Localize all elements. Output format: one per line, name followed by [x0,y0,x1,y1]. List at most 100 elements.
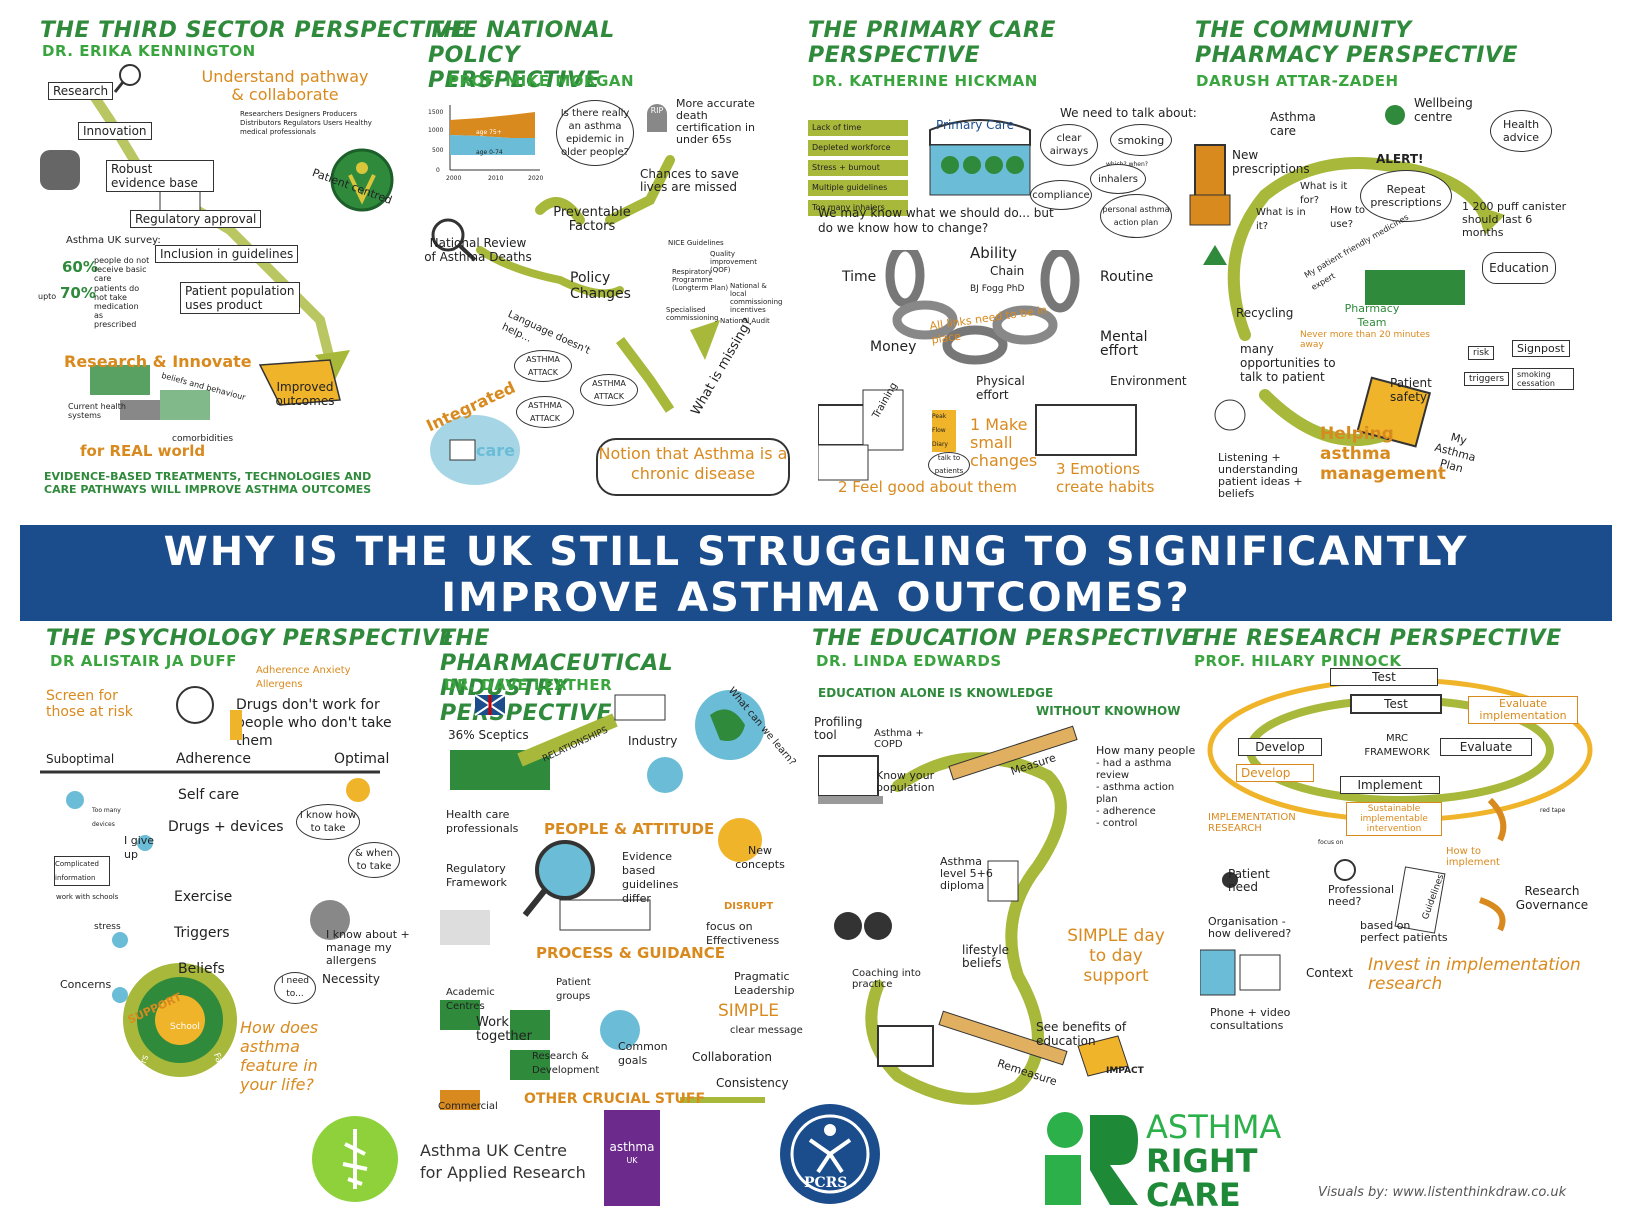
policy-arrow-drawing [430,155,720,485]
preventable-factors: Preventable Factors [553,205,631,234]
diploma: Asthma level 5+6 diploma [940,855,993,892]
coaching: Coaching into practice [852,968,921,990]
auk-centre-line2: for Applied Research [420,1163,586,1182]
new-prescriptions: New prescriptions [1232,148,1310,176]
comorbidities: comorbidities [172,434,234,444]
qof: Quality improvement (QOF) [710,250,757,274]
auk-centre-line1: Asthma UK Centre [420,1141,567,1160]
asthma-care: Asthma care [1270,110,1316,138]
screen-risk: Screen for those at risk [46,688,133,720]
stat-70-text: patients do not take medication as presc… [94,284,140,329]
industry: Industry [628,734,678,748]
speaker-name: PROF. MIKE MORGAN [448,72,635,90]
concerns: Concerns [60,978,112,991]
box-research: Research [48,82,114,100]
attack-bubble: ASTHMA ATTACK [514,350,572,382]
what-in: What is in it? [1256,207,1306,232]
list-item: - adherence [1096,806,1156,817]
stat-70: 70% [60,284,96,302]
necessity: Necessity [322,972,380,986]
stress: stress [94,922,121,932]
research-innovate: Research & Innovate [64,352,252,371]
i-need: I need to... [274,972,316,1004]
know-take: I know how to take [296,804,360,840]
patient-need: Patient need [1228,867,1270,894]
current-health-systems: Current health systems [68,402,126,420]
national-audit: National Audit [720,317,770,325]
hcp: Health care professionals [446,808,519,835]
work-together: Work together [476,1015,532,1044]
panel-title: THE EDUCATION PERSPECTIVE [812,626,1198,651]
alert: ALERT! [1376,152,1424,166]
invest-research: Invest in implementation research [1368,955,1581,994]
box-develop: Develop [1238,738,1322,756]
survey-label: Asthma UK survey: [66,235,161,246]
asthma-copd: Asthma + COPD [874,728,924,750]
disrupt: DISRUPT [724,901,774,912]
how-does: How does asthma feature in your life? [240,1018,319,1094]
death-cert: More accurate death certification in und… [676,97,756,146]
box-test-2: Test [1350,694,1442,714]
attack-bubble: ASTHMA ATTACK [580,374,638,406]
pressure-arrow: Multiple guidelines [808,180,908,196]
pharma-drawing [440,690,765,1110]
banner-line-2: IMPROVE ASTHMA OUTCOMES? [441,575,1191,621]
box-sustainable: Sustainable implementable intervention [1346,802,1442,836]
sign-smoking: smoking cessation [1512,368,1574,390]
bubble-clear-airways: clear airways [1040,124,1098,166]
specialised-commissioning: Specialised commissioning [666,306,719,322]
y-tick: 0 [436,167,440,174]
scale-optimal: Optimal [334,751,390,767]
pragmatic-leadership: Pragmatic Leadership [734,970,795,997]
rip-icon: RIP [647,104,667,132]
x-tick: 2010 [488,175,504,182]
national-review: National Review of Asthma Deaths [424,236,532,264]
list-item: - control [1096,818,1138,829]
new-concepts: New concepts [735,844,785,871]
speaker-name: PROF. HILARY PINNOCK [1194,652,1402,670]
ring-school: School [170,1022,200,1032]
mrc-framework: MRC FRAMEWORK [1364,733,1430,758]
speaker-name: DARUSH ATTAR-ZADEH [1196,72,1399,90]
impl-research: IMPLEMENTATION RESEARCH [1208,812,1296,834]
health-advice: Health advice [1490,110,1552,152]
ability-label: Ability [970,244,1018,262]
x-tick: 2020 [528,175,544,182]
without-knowhow: WITHOUT KNOWHOW [1036,704,1181,718]
speaker-name: DR. KATHERINE HICKMAN [812,72,1038,90]
chances-missed: Chances to save lives are missed [640,167,739,194]
panel-title: THE PSYCHOLOGY PERSPECTIVE [46,626,455,651]
sceptics: 36% Sceptics [448,728,529,742]
chain-physical: Physical effort [976,374,1025,402]
know-change: We may know what we should do... but do … [818,206,1054,235]
panel-title: THE PRIMARY CARE PERSPECTIVE [808,18,1056,68]
box-inclusion: Inclusion in guidelines [155,245,299,263]
deaths-chart [449,105,540,171]
adherence-tags: Adherence Anxiety Allergens [256,665,351,690]
chain-label: Chain [990,264,1025,278]
x-tick: 2000 [446,175,462,182]
commercial: Commercial [438,1101,498,1112]
complicated-info: Complicated information [54,856,110,886]
panel-title: THE RESEARCH PERSPECTIVE [1188,626,1562,651]
improved-outcomes: Improved outcomes [275,380,335,408]
list-item: - had a asthma review [1096,758,1172,781]
collaboration: Collaboration [692,1050,772,1064]
stat-70-prefix: upto [38,292,57,301]
chain-routine: Routine [1100,269,1154,285]
how-implement: How to implement [1446,846,1500,868]
primary-care-label: Primary Care [936,118,1014,132]
policy-changes: Policy Changes [570,270,631,302]
education: Education [1482,252,1556,284]
box-develop-2: Develop [1236,764,1314,782]
third-sector-drawing [40,64,394,420]
pharmacy-team: Pharmacy Team [1344,302,1400,329]
peak-flow-diary: Peak Flow Diary [932,410,956,452]
main-question-banner: WHY IS THE UK STILL STRUGGLING TO SIGNIF… [20,525,1612,621]
panel-title: THE THIRD SECTOR PERSPECTIVE [40,18,467,43]
box-implement: Implement [1340,776,1440,794]
focus-on: focus on [1318,839,1344,846]
academic-centres: Academic Centres [446,987,495,1012]
sign-triggers: triggers [1464,372,1510,386]
chain-mental: Mental effort [1100,329,1148,359]
